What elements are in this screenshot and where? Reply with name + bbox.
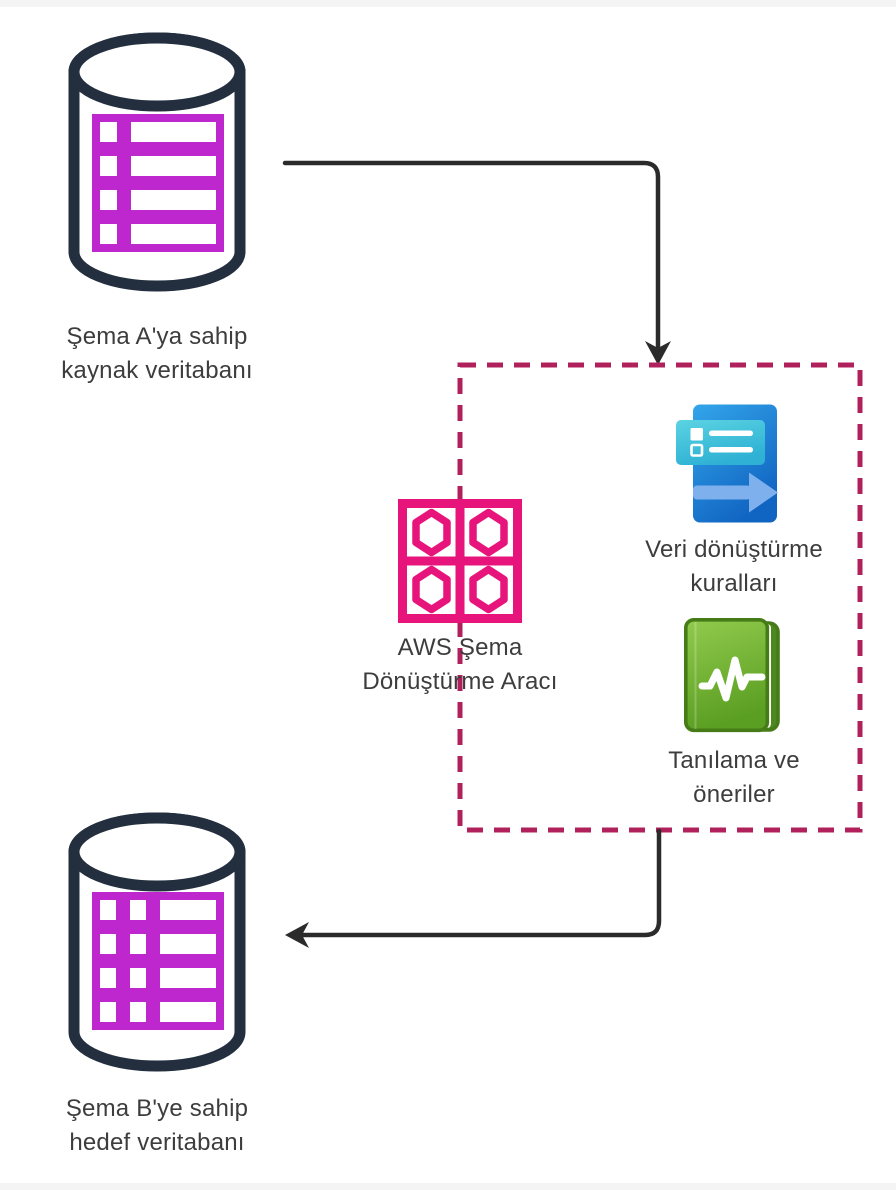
- data-transformation-rules-icon: [676, 404, 778, 523]
- database-icon: [68, 32, 246, 292]
- transformation-rules-label-line2: kuralları: [690, 570, 778, 597]
- arrow-down-head-icon: [645, 341, 671, 365]
- page-bottom-divider: [0, 1183, 896, 1190]
- aws-schema-conversion-tool-icon: [398, 499, 522, 623]
- arrow-source-to-box: [282, 160, 671, 365]
- pulse-line-icon: [698, 656, 766, 702]
- target-db-label: Şema B'ye sahip hedef veritabanı: [37, 1092, 277, 1160]
- sct-tool-label-line2: Dönüştürme Aracı: [362, 668, 558, 695]
- sct-tool-label: AWS Şema Dönüştürme Aracı: [350, 631, 570, 699]
- source-db-label: Şema A'ya sahip kaynak veritabanı: [37, 320, 277, 388]
- target-db-label-line2: hedef veritabanı: [69, 1129, 245, 1156]
- arrow-box-to-target: [285, 828, 662, 948]
- diagnostics-label-line1: Tanılama ve: [668, 747, 800, 774]
- sct-tool-label-line1: AWS Şema: [397, 634, 523, 661]
- transformation-rules-label: Veri dönüştürme kuralları: [624, 533, 844, 601]
- transformation-rules-label-line1: Veri dönüştürme: [645, 536, 823, 563]
- diagnostics-label: Tanılama ve öneriler: [624, 744, 844, 812]
- source-db-label-line1: Şema A'ya sahip: [66, 323, 248, 350]
- diagnostics-label-line2: öneriler: [693, 781, 775, 808]
- source-db-label-line2: kaynak veritabanı: [61, 357, 253, 384]
- page-top-divider: [0, 0, 896, 7]
- diagnostics-book-icon: [684, 618, 780, 733]
- target-db-label-line1: Şema B'ye sahip: [65, 1095, 249, 1122]
- arrow-left-head-icon: [285, 922, 309, 948]
- database-icon: [68, 812, 246, 1072]
